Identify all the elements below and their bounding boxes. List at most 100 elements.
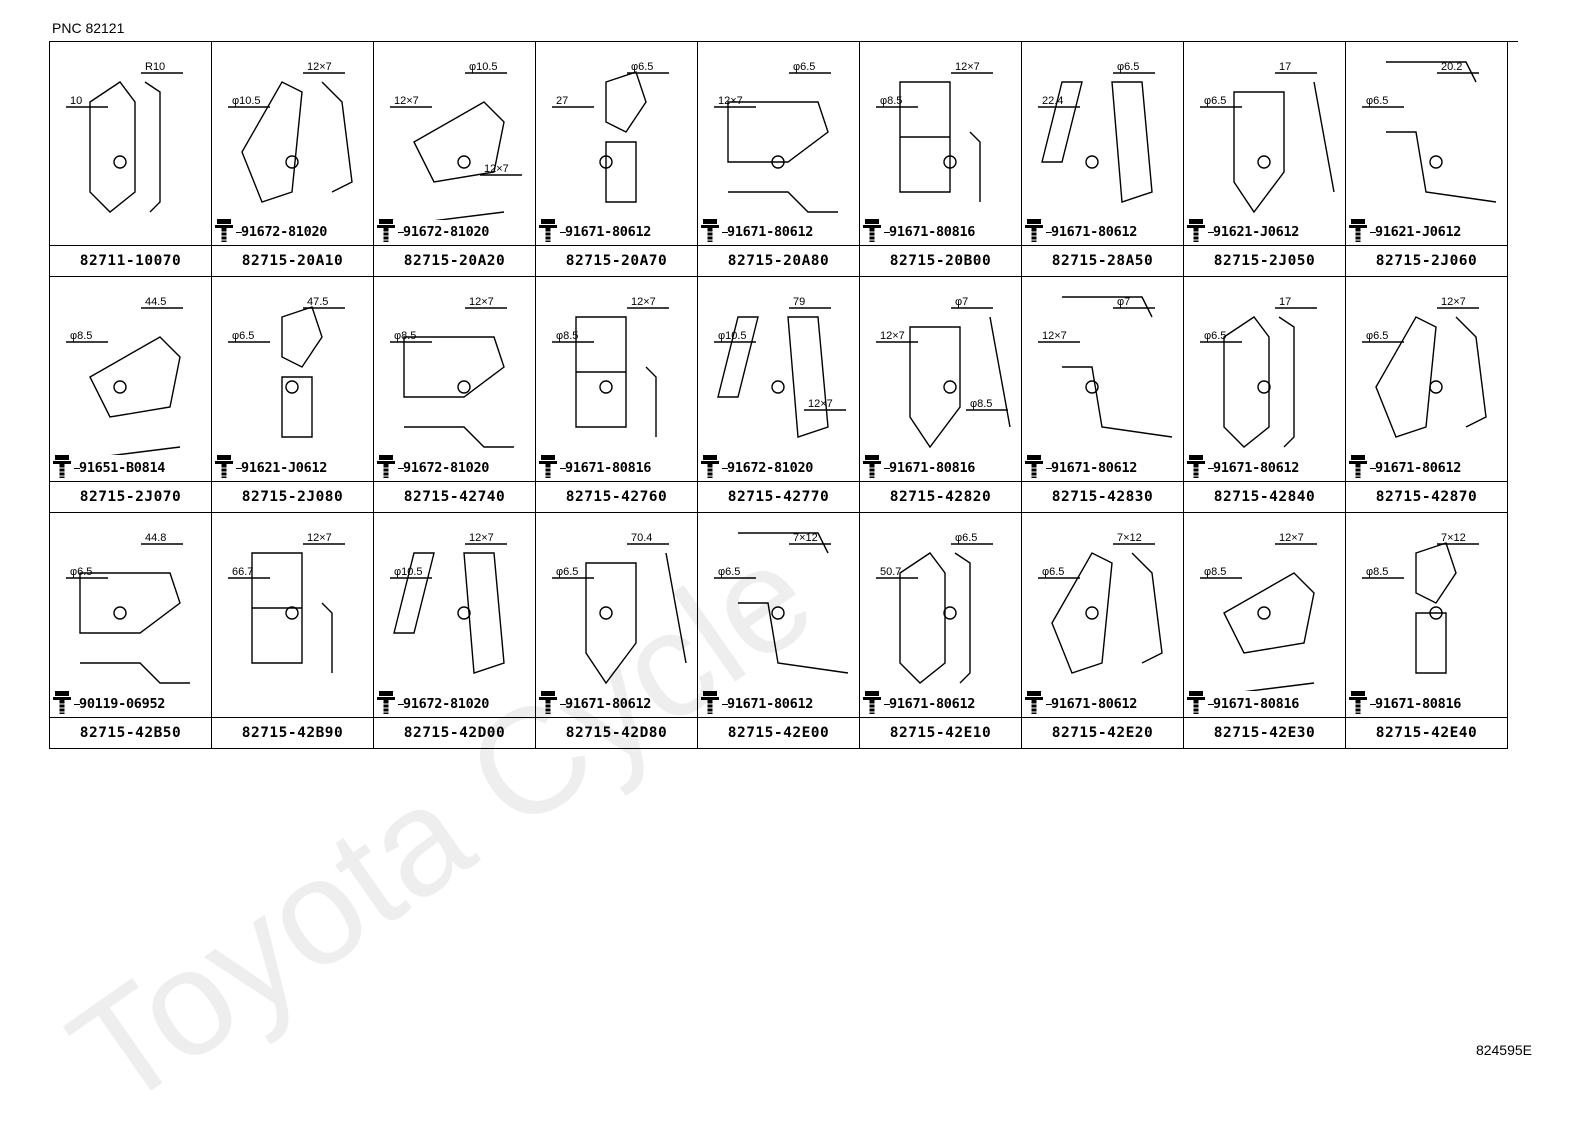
bracket-drawing: 70.4φ6.5 [552, 532, 687, 685]
dimension-label: φ6.5 [718, 566, 740, 578]
dimension-label: 7×12 [1117, 532, 1142, 544]
part-number[interactable]: 82715-2J050 [1213, 253, 1316, 269]
dimension-label: φ10.5 [469, 61, 498, 73]
dimension-label: φ6.5 [1117, 61, 1139, 73]
bracket-drawing: 12×7φ8.5 [876, 61, 993, 202]
part-number[interactable]: 82715-20A10 [241, 253, 344, 269]
part-number[interactable]: 82715-42B90 [241, 725, 344, 741]
part-number[interactable]: 82715-42870 [1375, 489, 1478, 505]
part-number[interactable]: 82715-42E00 [727, 725, 830, 741]
part-number[interactable]: 82711-10070 [79, 253, 182, 269]
bracket-drawing: 12×7φ8.5 [552, 296, 669, 437]
part-number[interactable]: 82715-20A20 [403, 253, 506, 269]
part-number[interactable]: 82715-42830 [1051, 489, 1154, 505]
dimension-label: 7×12 [793, 532, 818, 544]
part-number[interactable]: 82715-42740 [403, 489, 506, 505]
part-number[interactable]: 82715-42820 [889, 489, 992, 505]
bolt-icon [536, 453, 560, 482]
bracket-outline [717, 316, 829, 438]
leader-line [74, 467, 80, 469]
bolt-icon [1346, 689, 1370, 718]
bolt-hole [771, 380, 785, 394]
part-number[interactable]: 82715-42760 [565, 489, 668, 505]
part-number[interactable]: 82715-2J080 [241, 489, 344, 505]
bolt-hole [943, 155, 957, 169]
bolt-callout: 91672-81020 [698, 454, 813, 481]
dimension-label: 12×7 [1441, 296, 1466, 308]
part-number[interactable]: 82715-42770 [727, 489, 830, 505]
part-number[interactable]: 82715-28A50 [1051, 253, 1154, 269]
part-number[interactable]: 82715-2J060 [1375, 253, 1478, 269]
bolt-callout: 91671-80612 [1022, 218, 1137, 245]
leader-line [722, 703, 728, 705]
bolt-hole [771, 155, 785, 169]
dimension-label: φ8.5 [880, 95, 902, 107]
bolt-hole [1257, 155, 1271, 169]
dimension-label: 66.7 [232, 566, 253, 578]
bolt-icon [374, 689, 398, 718]
part-number[interactable]: 82715-20A80 [727, 253, 830, 269]
bolt-hole [1429, 155, 1443, 169]
dimension-label: 20.2 [1441, 61, 1462, 73]
part-number[interactable]: 82715-42E40 [1375, 725, 1478, 741]
part-number[interactable]: 82715-42D00 [403, 725, 506, 741]
leader-line [1370, 703, 1376, 705]
dimension-label: 12×7 [469, 296, 494, 308]
part-number[interactable]: 82715-42E20 [1051, 725, 1154, 741]
dimension-label: φ6.5 [1204, 330, 1226, 342]
part-number[interactable]: 82715-42E30 [1213, 725, 1316, 741]
part-cell[interactable]: 7×12 φ6.5 91671-80612 82715-42E00 [698, 513, 860, 749]
part-number[interactable]: 82715-42E10 [889, 725, 992, 741]
bracket-outline [1051, 552, 1163, 674]
bolt-icon [860, 453, 884, 482]
bolt-callout: 91672-81020 [374, 218, 489, 245]
part-number[interactable]: 82715-2J070 [79, 489, 182, 505]
bolt-callout: 91671-80612 [1022, 690, 1137, 717]
part-number[interactable]: 82715-42D80 [565, 725, 668, 741]
bolt-hole [943, 380, 957, 394]
part-number[interactable]: 82715-20B00 [889, 253, 992, 269]
bolt-icon [860, 689, 884, 718]
bracket-drawing: 44.5φ8.5 [66, 296, 183, 455]
bolt-hole [599, 155, 613, 169]
part-number[interactable]: 82715-42B50 [79, 725, 182, 741]
part-number[interactable]: 82715-20A70 [565, 253, 668, 269]
part-number[interactable]: 82715-42840 [1213, 489, 1316, 505]
bolt-part-number: 91671-80612 [727, 696, 814, 712]
leader-line [1370, 231, 1376, 233]
